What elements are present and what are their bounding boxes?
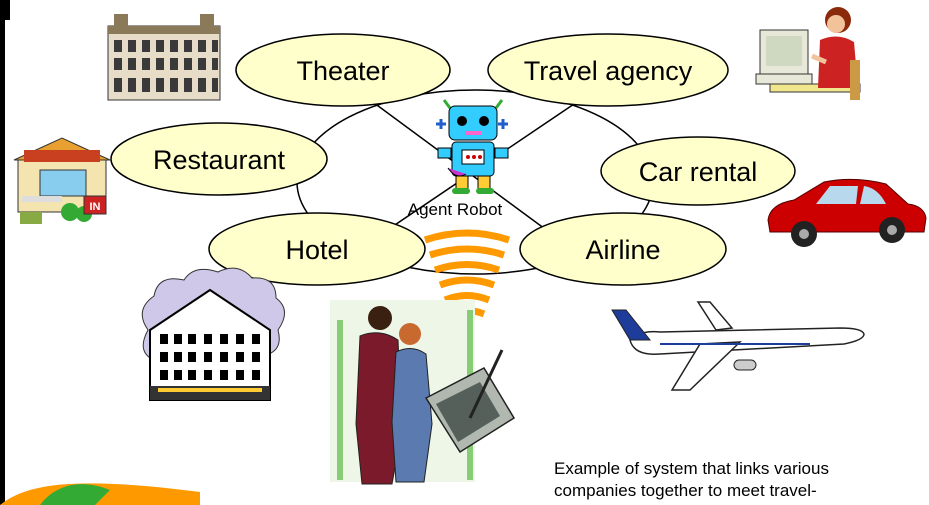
restaurant-icon: IN <box>13 137 111 224</box>
node-hotel-label: Hotel <box>285 235 348 265</box>
logo-swoosh <box>0 483 200 505</box>
node-travel-agency[interactable]: Travel agency <box>487 33 729 107</box>
theater-building-icon <box>107 14 221 101</box>
node-airline-label: Airline <box>585 235 660 265</box>
hub-label: Agent Robot <box>408 200 503 219</box>
node-hotel[interactable]: Hotel <box>208 212 426 286</box>
node-restaurant-label: Restaurant <box>153 145 286 175</box>
office-worker-icon <box>755 7 861 100</box>
node-theater-label: Theater <box>296 56 389 86</box>
caption-text: Example of system that links various com… <box>554 459 829 500</box>
corner-decoration <box>0 0 10 505</box>
robot-icon <box>436 99 509 194</box>
airplane-icon <box>611 301 865 391</box>
car-icon <box>767 178 927 247</box>
travelers-icon <box>330 300 516 485</box>
node-travel-agency-label: Travel agency <box>524 56 693 86</box>
node-car-rental-label: Car rental <box>639 157 758 187</box>
node-car-rental[interactable]: Car rental <box>600 136 796 206</box>
node-airline[interactable]: Airline <box>519 212 727 286</box>
node-theater[interactable]: Theater <box>235 33 451 107</box>
node-restaurant[interactable]: Restaurant <box>110 122 328 196</box>
svg-text:IN: IN <box>90 201 101 213</box>
hotel-building-icon <box>141 267 285 401</box>
